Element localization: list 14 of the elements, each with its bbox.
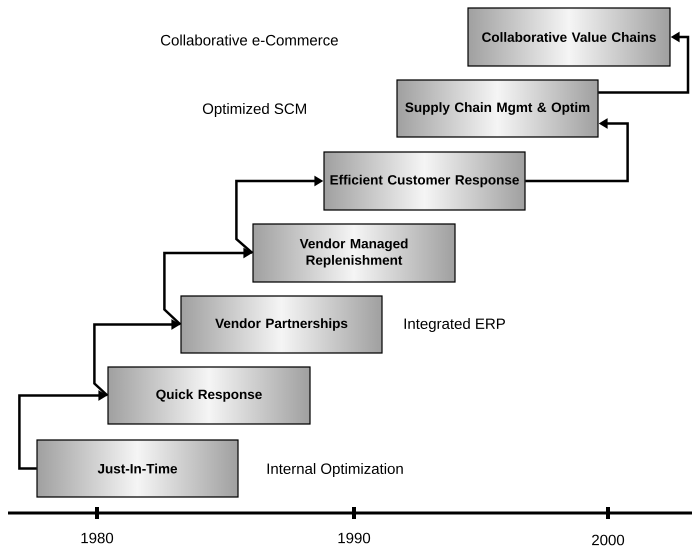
year-label: 1980 [81,532,114,544]
process-box: Quick Response [107,366,311,425]
process-box: Vendor Partnerships [180,295,383,354]
stage-label: Collaborative e-Commerce [160,34,338,46]
process-box: Just-In-Time [36,439,239,498]
stage-label: Integrated ERP [404,318,505,332]
year-label: 1990 [338,532,370,544]
process-box: Efficient Customer Response [323,151,526,211]
process-box: Supply Chain Mgmt & Optim [396,79,599,138]
process-box: Collaborative Value Chains [467,7,671,67]
stage-label: Optimized SCM [202,103,306,117]
stage-label: Internal Optimization [268,463,403,477]
year-label: 2000 [592,534,624,546]
process-box: Vendor Managed Replenishment [252,223,456,283]
